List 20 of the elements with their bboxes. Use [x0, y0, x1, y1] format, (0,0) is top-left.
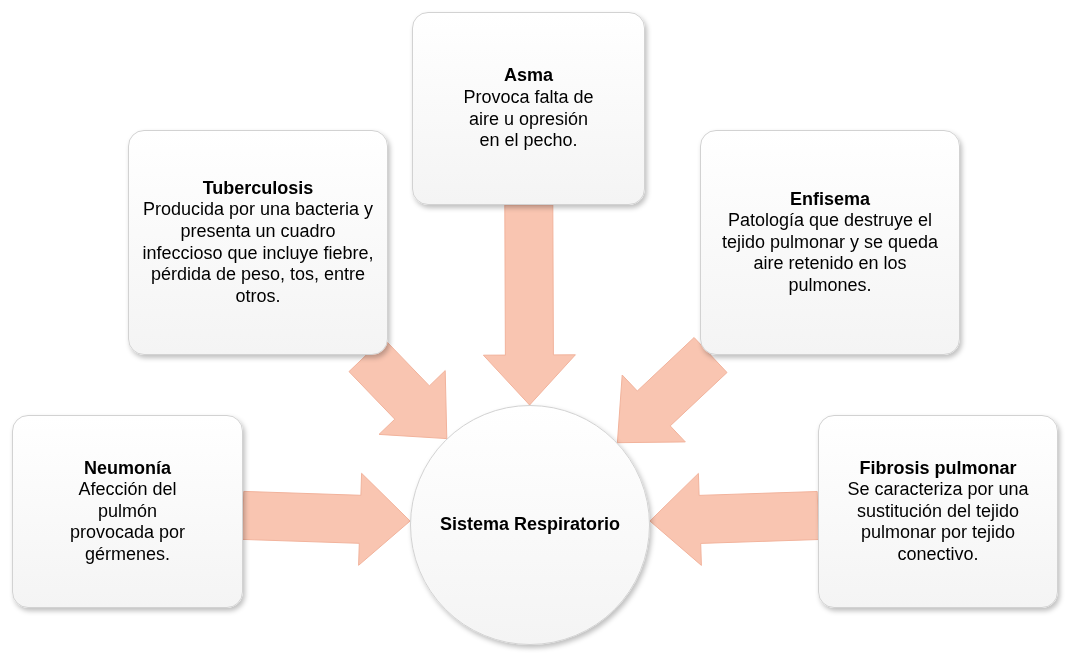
box-description: Provoca falta de aire u opresión en el pecho. [462, 86, 595, 152]
center-label: Sistema Respiratorio [439, 514, 621, 536]
box-description: Producida por una bacteria y presenta un cuadro infeccioso que incluye fiebre, pérdida de peso, tos, entre otros. [141, 199, 375, 308]
box-description: Afección del pulmón provocada por gérmenes. [68, 479, 187, 566]
text-box [128, 130, 388, 355]
block-arrow [482, 204, 576, 406]
text-box [700, 130, 960, 355]
block-arrow [649, 472, 820, 566]
box-heading: Enfisema [789, 188, 870, 211]
box-description: Se caracteriza por una sustitución del tejido pulmonar por tejido conectivo. [846, 479, 1030, 566]
box-heading: Neumonía [84, 457, 171, 480]
text-box [412, 12, 645, 205]
box-heading: Tuberculosis [202, 177, 314, 200]
box-heading: Asma [504, 65, 553, 87]
box-heading: Fibrosis pulmonar [859, 457, 1017, 480]
block-arrow [241, 472, 411, 566]
box-description: Patología que destruye el tejido pulmonar y se queda aire retenido en los pulmones. [720, 210, 940, 297]
text-box [12, 415, 243, 608]
block-arrow [616, 337, 728, 444]
text-box [818, 415, 1058, 608]
